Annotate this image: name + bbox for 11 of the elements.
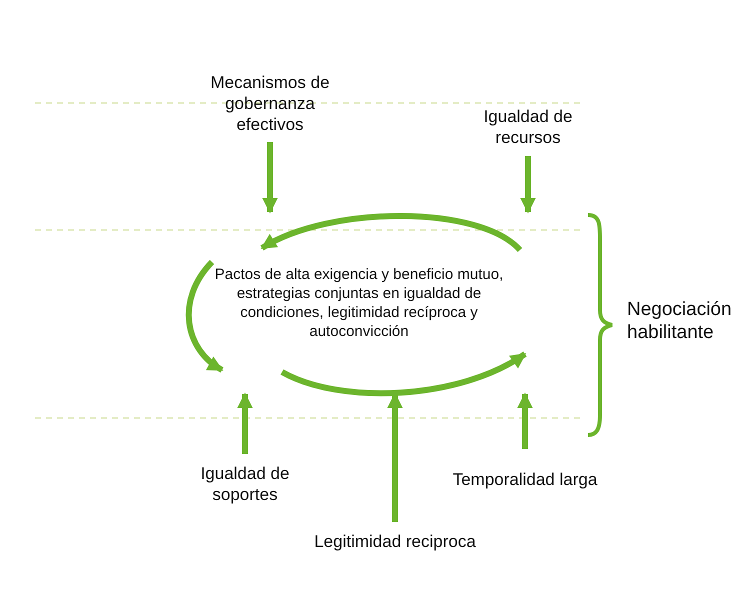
factor-label: Igualdad de recursos — [482, 106, 574, 148]
factor-label: Legitimidad reciproca — [314, 530, 476, 552]
arrow — [520, 156, 536, 214]
factor-label: Igualdad de soportes — [200, 463, 290, 505]
factor-label: Temporalidad larga — [452, 468, 598, 490]
central-statement: Pactos de alta exigencia y beneficio mutuo, estrategias conjuntas en igualdad de condiciones, legitimidad recíproca y autoconvicción — [214, 266, 504, 340]
arrow — [262, 142, 278, 214]
arrow — [517, 392, 533, 449]
arrow — [237, 392, 253, 454]
factor-label: Mecanismos de gobernanza efectivos — [209, 72, 331, 134]
group-label: Negociación habilitante — [627, 298, 733, 344]
